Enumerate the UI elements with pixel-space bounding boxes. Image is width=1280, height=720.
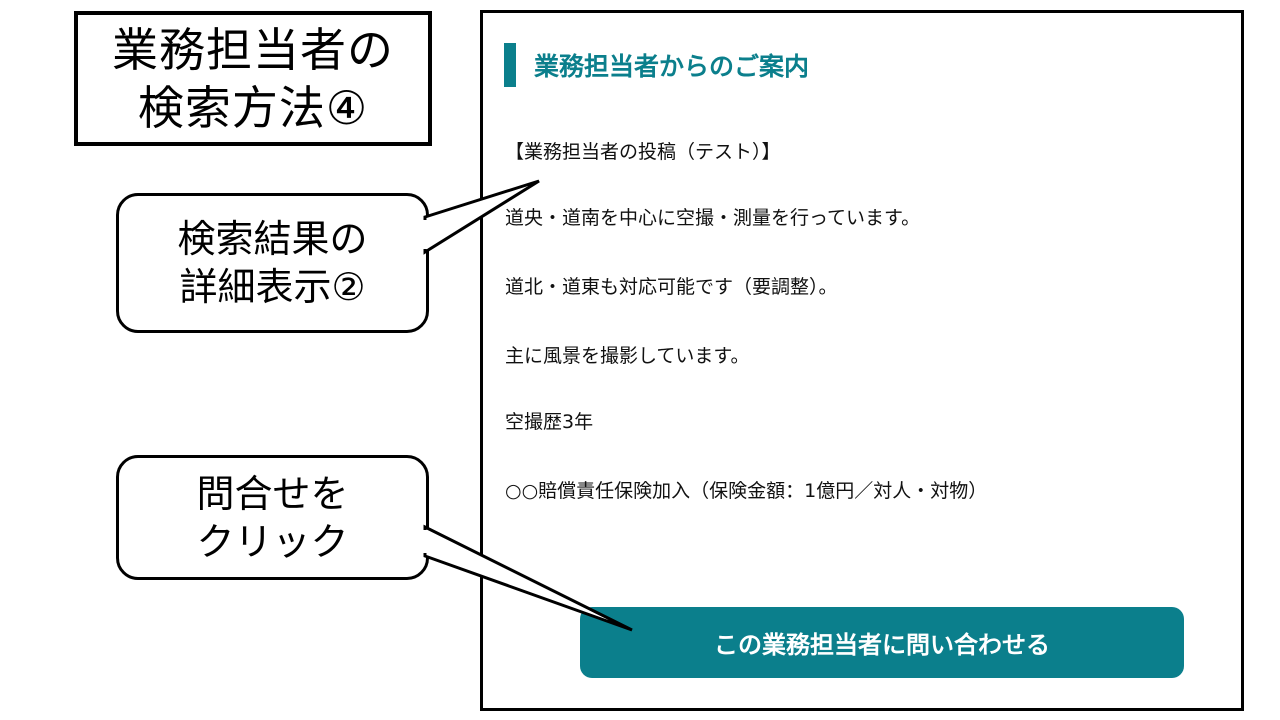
post-body-line: ○○賠償責任保険加入（保険金額：1億円／対人・対物） (505, 480, 988, 502)
post-body-line: 主に風景を撮影しています。 (505, 345, 750, 367)
contact-agent-button[interactable]: この業務担当者に問い合わせる (580, 607, 1184, 678)
callout-line: 問合せを (196, 471, 349, 516)
slide-title-line-2: 検索方法④ (137, 80, 369, 135)
detail-panel: 業務担当者からのご案内 【業務担当者の投稿（テスト）】 道央・道南を中心に空撮・… (480, 10, 1244, 711)
slide-title-box: 業務担当者の 検索方法④ (74, 11, 432, 146)
post-body-line: 道央・道南を中心に空撮・測量を行っています。 (505, 207, 921, 229)
slide-title-line-1: 業務担当者の (112, 22, 394, 77)
post-title: 【業務担当者の投稿（テスト）】 (505, 141, 781, 163)
panel-heading-text: 業務担当者からのご案内 (534, 52, 810, 81)
heading-accent-bar (504, 43, 516, 87)
post-body-line: 道北・道東も対応可能です（要調整）。 (505, 276, 838, 298)
panel-heading: 業務担当者からのご案内 (504, 43, 809, 87)
callout-detail-view: 検索結果の 詳細表示② (116, 193, 429, 333)
callout-click-inquiry: 問合せを クリック (116, 455, 429, 580)
callout-line: 検索結果の (177, 217, 368, 261)
post-body-line: 空撮歴3年 (505, 411, 594, 433)
callout-line: クリック (196, 519, 349, 564)
callout-line: 詳細表示② (179, 265, 366, 309)
